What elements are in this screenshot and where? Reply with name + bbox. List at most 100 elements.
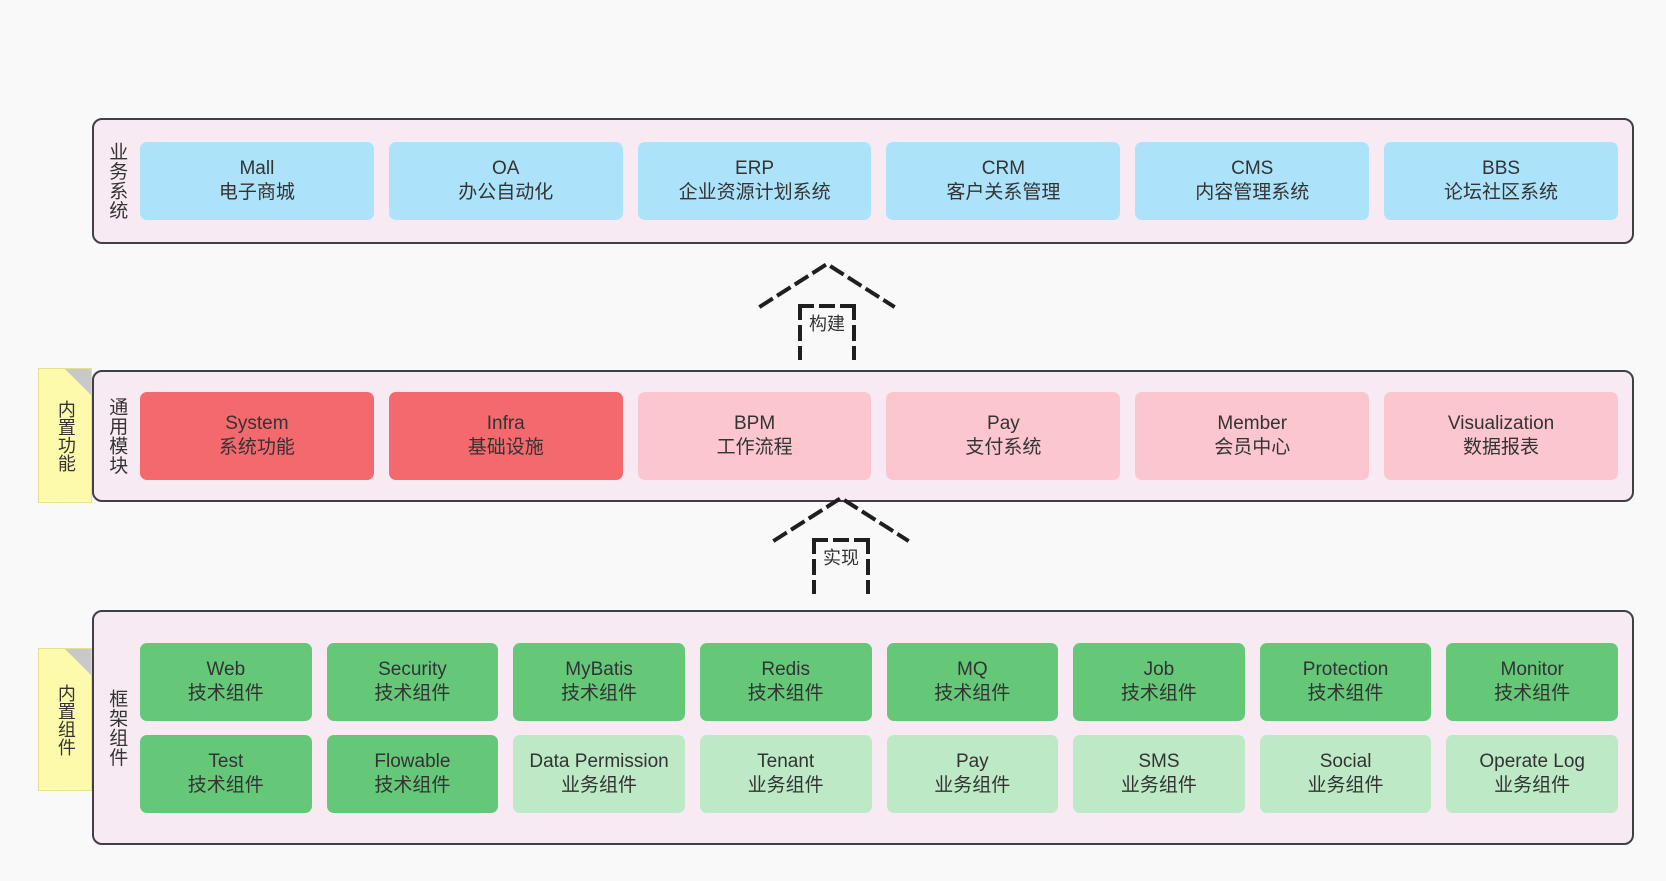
- business-box-crm[interactable]: CRM 客户关系管理: [886, 142, 1121, 220]
- component-box-job[interactable]: Job 技术组件: [1073, 642, 1245, 721]
- box-cn-label: 技术组件: [187, 774, 264, 796]
- module-box-member[interactable]: Member 会员中心: [1135, 392, 1370, 480]
- note-built-in-components: 内置组件: [38, 648, 92, 791]
- layer-title-framework: 框架组件: [106, 688, 128, 767]
- box-en-label: Pay: [955, 750, 989, 772]
- component-box-security[interactable]: Security 技术组件: [326, 642, 499, 721]
- box-cn-label: 电子商城: [218, 182, 295, 203]
- box-cn-label: 业务组件: [561, 774, 638, 796]
- box-en-label: Member: [1217, 413, 1288, 435]
- layer-body-framework: Web 技术组件 Security 技术组件 MyBatis 技术组件 Redi…: [138, 612, 1632, 843]
- box-cn-label: 企业资源计划系统: [678, 182, 831, 203]
- generalization-head: [772, 495, 910, 543]
- box-cn-label: 工作流程: [716, 437, 793, 458]
- module-box-pay[interactable]: Pay 支付系统: [886, 392, 1121, 480]
- component-box-monitor[interactable]: Monitor 技术组件: [1446, 642, 1618, 721]
- connector-build-label: 构建: [809, 314, 845, 334]
- business-box-mall[interactable]: Mall 电子商城: [140, 142, 374, 220]
- component-box-redis[interactable]: Redis 技术组件: [699, 642, 872, 721]
- module-box-visualization[interactable]: Visualization 数据报表: [1384, 392, 1618, 480]
- layer-framework-components: 框架组件 Web 技术组件 Security 技术组件 MyBatis 技术组件: [92, 610, 1634, 845]
- box-en-label: Infra: [486, 413, 525, 435]
- box-cn-label: 会员中心: [1214, 437, 1291, 458]
- box-cn-label: 业务组件: [934, 774, 1011, 796]
- box-en-label: Job: [1143, 658, 1175, 680]
- box-en-label: Visualization: [1447, 413, 1555, 435]
- layer-common-modules: 通用模块 System 系统功能 Infra 基础设施 BPM 工作流程: [92, 370, 1634, 502]
- component-box-pay[interactable]: Pay 业务组件: [886, 734, 1059, 813]
- box-en-label: Web: [206, 658, 246, 680]
- box-cn-label: 业务组件: [1307, 774, 1384, 796]
- generalization-head: [758, 261, 896, 309]
- box-cn-label: 技术组件: [374, 774, 451, 796]
- box-en-label: MyBatis: [565, 658, 633, 680]
- box-en-label: MQ: [957, 658, 988, 680]
- component-box-protection[interactable]: Protection 技术组件: [1259, 642, 1432, 721]
- box-cn-label: 论坛社区系统: [1444, 182, 1559, 203]
- box-cn-label: 业务组件: [1120, 774, 1197, 796]
- module-box-system[interactable]: System 系统功能: [140, 392, 374, 480]
- connector-build: 构建: [752, 258, 902, 360]
- box-en-label: ERP: [735, 158, 775, 180]
- business-rows: Mall 电子商城 OA 办公自动化 ERP 企业资源计划系统 CRM 客户关系…: [140, 142, 1618, 220]
- layer-body-business: Mall 电子商城 OA 办公自动化 ERP 企业资源计划系统 CRM 客户关系…: [138, 120, 1632, 242]
- box-en-label: BPM: [733, 413, 776, 435]
- box-en-label: CRM: [981, 158, 1026, 180]
- component-box-mybatis[interactable]: MyBatis 技术组件: [513, 642, 685, 721]
- box-cn-label: 数据报表: [1463, 437, 1540, 458]
- box-en-label: Operate Log: [1479, 750, 1585, 772]
- box-cn-label: 技术组件: [1307, 682, 1384, 704]
- box-en-label: Data Permission: [529, 750, 669, 772]
- framework-row-1: Web 技术组件 Security 技术组件 MyBatis 技术组件 Redi…: [140, 642, 1618, 721]
- box-cn-label: 业务组件: [747, 774, 824, 796]
- box-en-label: Monitor: [1500, 658, 1564, 680]
- component-box-web[interactable]: Web 技术组件: [140, 642, 312, 721]
- box-cn-label: 办公自动化: [458, 182, 554, 203]
- box-en-label: Mall: [239, 158, 275, 180]
- framework-rows: Web 技术组件 Security 技术组件 MyBatis 技术组件 Redi…: [140, 642, 1618, 813]
- connector-realize-label: 实现: [823, 548, 859, 568]
- component-box-tenant[interactable]: Tenant 业务组件: [699, 734, 872, 813]
- component-box-social[interactable]: Social 业务组件: [1259, 734, 1432, 813]
- framework-row-2: Test 技术组件 Flowable 技术组件 Data Permission …: [140, 734, 1618, 813]
- business-box-erp[interactable]: ERP 企业资源计划系统: [637, 142, 872, 220]
- business-row: Mall 电子商城 OA 办公自动化 ERP 企业资源计划系统 CRM 客户关系…: [140, 142, 1618, 220]
- box-en-label: Test: [208, 750, 244, 772]
- note-built-in-functions: 内置功能: [38, 368, 92, 503]
- component-box-mq[interactable]: MQ 技术组件: [886, 642, 1059, 721]
- box-en-label: OA: [492, 158, 520, 180]
- component-box-flowable[interactable]: Flowable 技术组件: [326, 734, 499, 813]
- box-cn-label: 内容管理系统: [1195, 182, 1310, 203]
- box-en-label: Protection: [1302, 658, 1389, 680]
- box-cn-label: 系统功能: [218, 437, 295, 458]
- note-label: 内置功能: [55, 399, 76, 472]
- component-box-sms[interactable]: SMS 业务组件: [1073, 734, 1245, 813]
- module-box-bpm[interactable]: BPM 工作流程: [637, 392, 872, 480]
- connector-realize: 实现: [766, 492, 916, 594]
- module-box-infra[interactable]: Infra 基础设施: [388, 392, 623, 480]
- layer-business-systems: 业务系统 Mall 电子商城 OA 办公自动化 ERP 企业资源计划系统: [92, 118, 1634, 244]
- box-cn-label: 技术组件: [374, 682, 451, 704]
- box-en-label: Flowable: [374, 750, 451, 772]
- box-en-label: Pay: [987, 413, 1020, 435]
- box-en-label: System: [225, 413, 289, 435]
- note-label: 内置组件: [55, 683, 76, 756]
- layer-title-business: 业务系统: [106, 142, 128, 220]
- box-en-label: BBS: [1482, 158, 1521, 180]
- business-box-oa[interactable]: OA 办公自动化: [388, 142, 623, 220]
- box-en-label: CMS: [1231, 158, 1274, 180]
- common-rows: System 系统功能 Infra 基础设施 BPM 工作流程 Pay 支付系统: [140, 392, 1618, 480]
- box-cn-label: 技术组件: [561, 682, 638, 704]
- business-box-bbs[interactable]: BBS 论坛社区系统: [1384, 142, 1618, 220]
- box-en-label: Redis: [761, 658, 810, 680]
- box-cn-label: 技术组件: [934, 682, 1011, 704]
- layer-title-common: 通用模块: [106, 397, 128, 475]
- business-box-cms[interactable]: CMS 内容管理系统: [1135, 142, 1370, 220]
- box-cn-label: 技术组件: [1120, 682, 1197, 704]
- component-box-operate-log[interactable]: Operate Log 业务组件: [1446, 734, 1618, 813]
- box-cn-label: 支付系统: [965, 437, 1042, 458]
- box-cn-label: 业务组件: [1494, 774, 1571, 796]
- component-box-test[interactable]: Test 技术组件: [140, 734, 312, 813]
- component-box-data-permission[interactable]: Data Permission 业务组件: [513, 734, 685, 813]
